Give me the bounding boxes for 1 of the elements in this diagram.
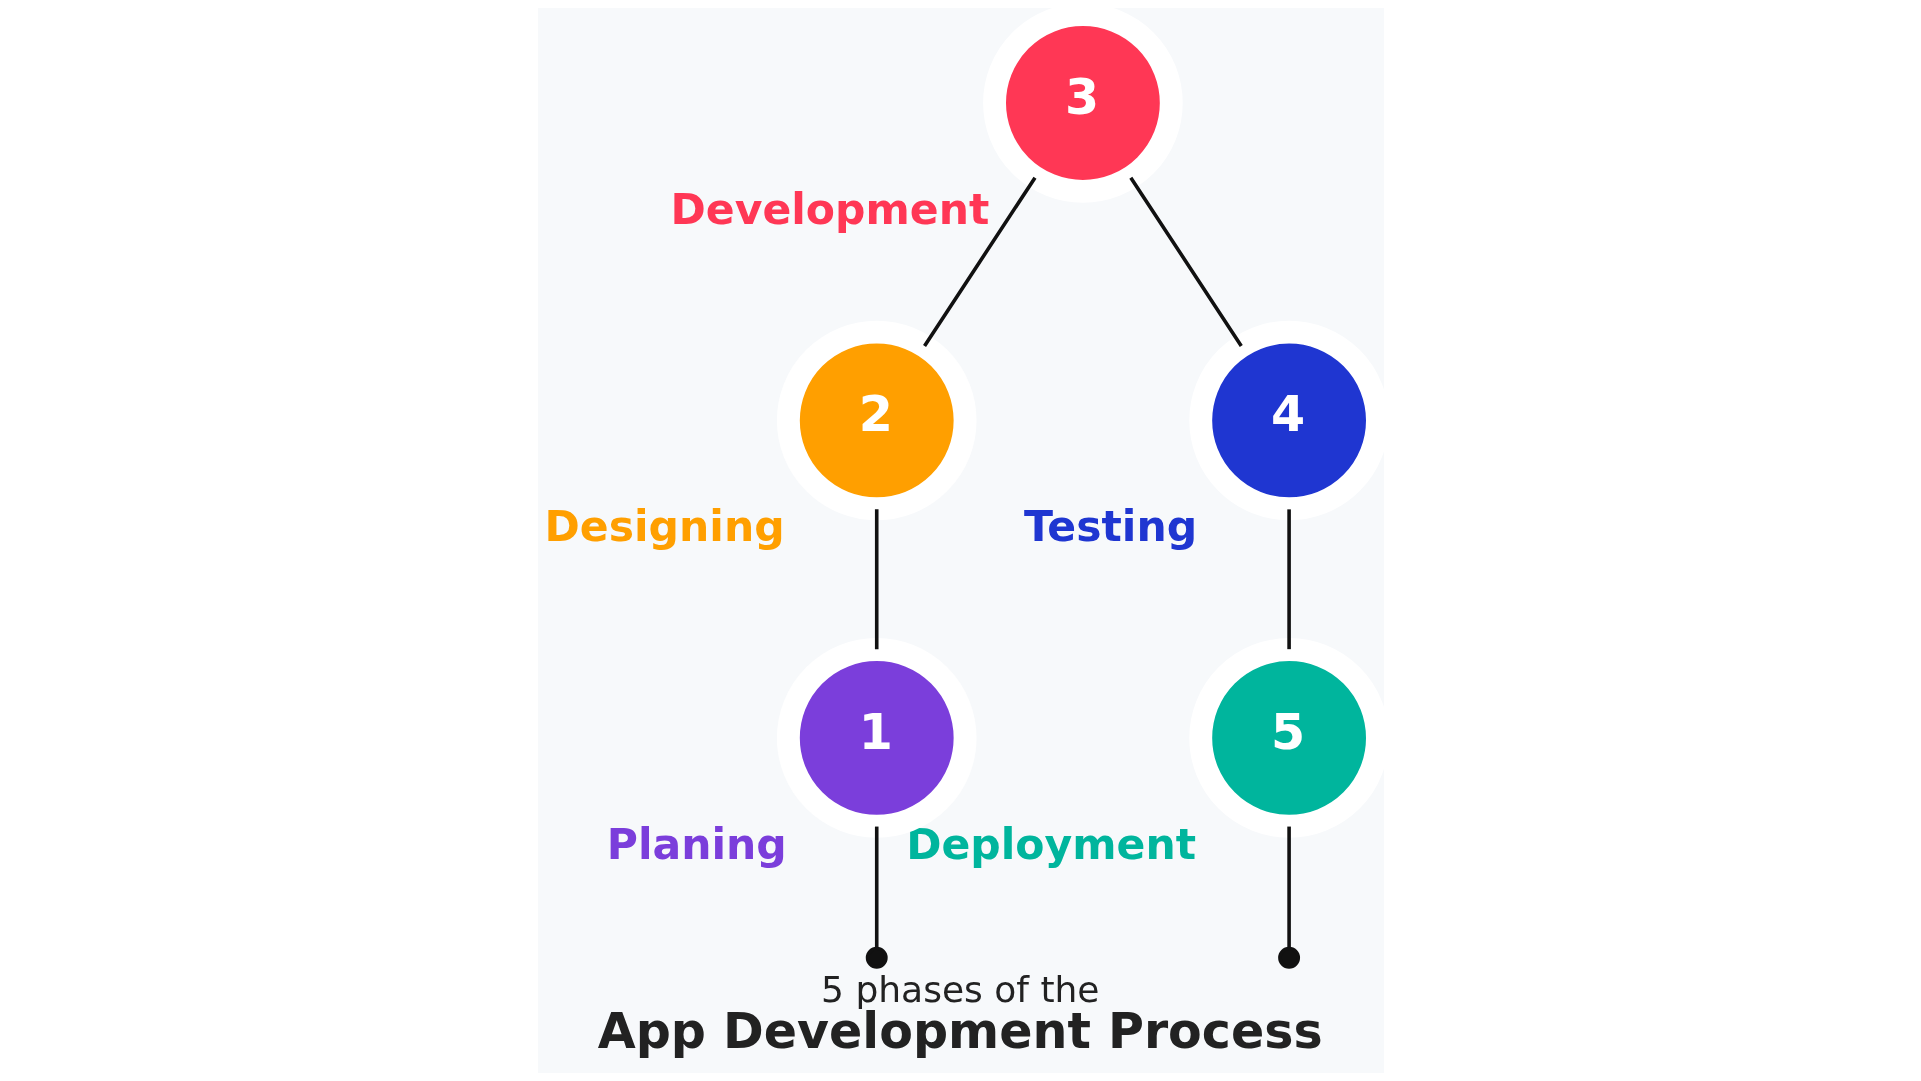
diagram-title: 5 phases of the App Development Process xyxy=(597,968,1323,1061)
